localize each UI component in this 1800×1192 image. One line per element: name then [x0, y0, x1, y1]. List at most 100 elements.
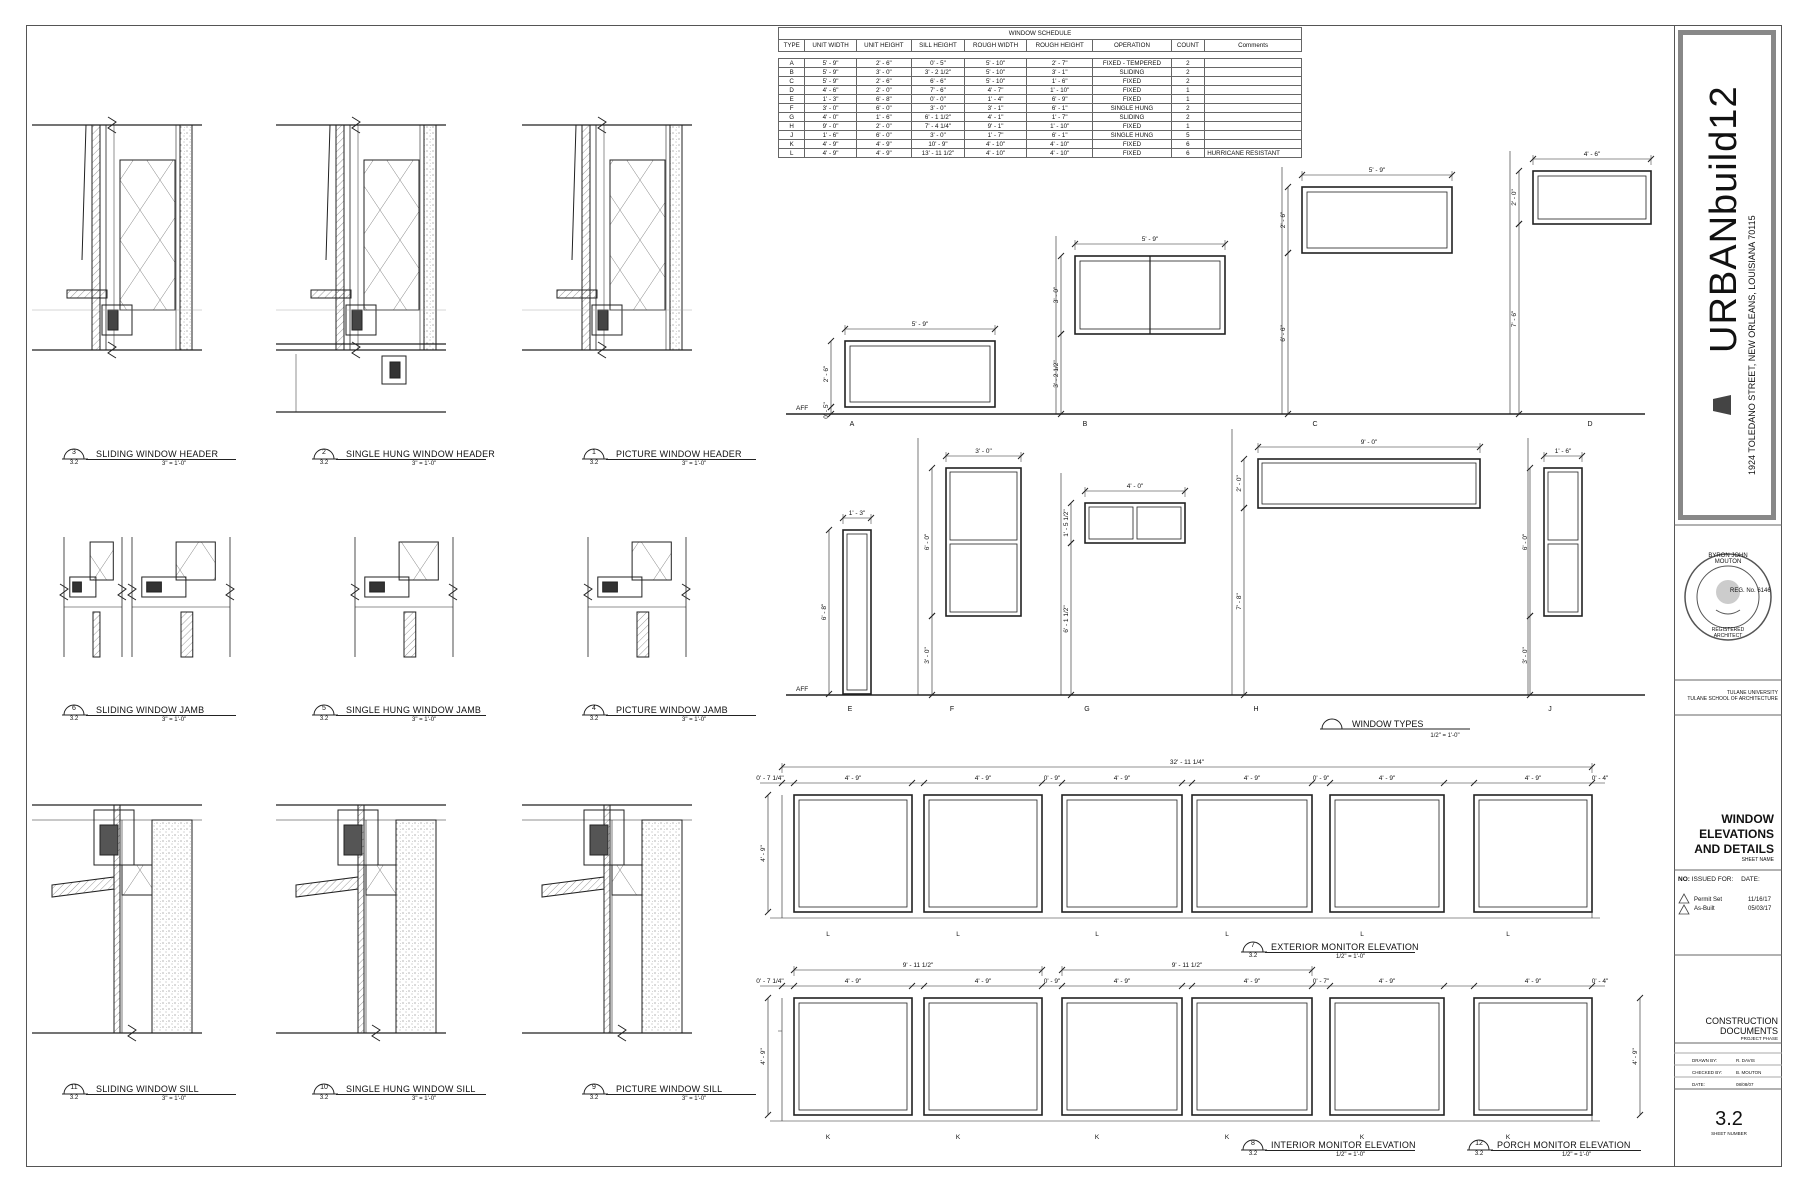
monitor-scale: 1/2" = 1'-0": [1562, 1152, 1592, 1158]
monitor-dim-label: 0' - 7 1/4": [756, 978, 784, 985]
drawn-checked-block: DRAWN BY:R. DAVIS CHECKED BY:B. MOUTON D…: [1692, 1055, 1772, 1091]
sill-window-frame: [583, 809, 625, 866]
title-block: [1674, 25, 1782, 1167]
monitor-glazing: [1334, 799, 1440, 908]
detail-scale: 3" = 1'-0": [682, 1096, 707, 1102]
detail-sheet: 3.2: [319, 716, 329, 722]
break-symbol: [107, 116, 117, 134]
detail-sheet: 3.2: [69, 716, 79, 722]
break-symbol: [117, 583, 127, 601]
drip-cap: [310, 289, 352, 299]
window-glazing: [1261, 462, 1477, 505]
window-unit-H: [1257, 458, 1481, 509]
window-height-dim: 1' - 5 1/2": [1063, 509, 1070, 537]
break-symbol: [617, 1024, 627, 1042]
window-glazing: [849, 345, 991, 403]
monitor-bubble-icon: [1241, 941, 1267, 953]
sheet-name-1: WINDOW: [1721, 812, 1774, 826]
line: [1326, 982, 1334, 990]
sill-concrete: [395, 819, 437, 1034]
detail-scale: 3" = 1'-0": [162, 461, 187, 467]
detail-sheet: 3.2: [69, 1095, 79, 1101]
monitor-window-K: [793, 997, 913, 1116]
line: [764, 791, 772, 799]
line: [1440, 982, 1448, 990]
jamb-section: [59, 537, 127, 658]
issued-no: NO:: [1678, 876, 1690, 883]
monitor-dim-label: 0' - 4": [1592, 775, 1609, 782]
jamb-wood: [398, 541, 439, 581]
monitor-dim-label: 0' - 9": [1313, 775, 1330, 782]
window-glazing: [1537, 175, 1647, 220]
concrete-block: [179, 124, 193, 351]
issued-for: ISSUED FOR:: [1691, 876, 1734, 883]
monitor-dim-label: 0' - 4": [1592, 978, 1609, 985]
line: [1515, 167, 1523, 175]
sheet-name-3: AND DETAILS: [1694, 842, 1774, 856]
detail-number: 2: [322, 449, 326, 456]
break-symbol: [597, 116, 607, 134]
window-width-dim: 1' - 3": [849, 510, 866, 517]
monitor-window-K: [1473, 997, 1593, 1116]
detail-sheet: 3.2: [319, 1095, 329, 1101]
window-height-dim: 2' - 6": [823, 365, 830, 382]
detail-sheet: 3.2: [589, 716, 599, 722]
jamb-glazing: [369, 581, 385, 593]
checked-by: B. MOUTON: [1736, 1070, 1762, 1075]
sill-ledge: [51, 876, 115, 898]
window-types-title: WINDOW TYPES: [1352, 719, 1423, 729]
line: [1526, 691, 1534, 699]
window-type-tag: C: [1312, 421, 1317, 428]
aff-label: AFF: [796, 405, 808, 412]
detail-name: SLIDING WINDOW JAMB: [96, 705, 205, 715]
monitor-glazing: [928, 799, 1038, 908]
monitor-type-tag: L: [1360, 931, 1364, 938]
detail-bubble-icon: [312, 1083, 338, 1095]
window-frame: [101, 304, 133, 336]
window-type-tag: G: [1084, 706, 1089, 713]
monitor-window-K: [1191, 997, 1313, 1116]
detail-number: 10: [320, 1084, 328, 1091]
monitor-type-tag: L: [1225, 931, 1229, 938]
monitor-window-K: [923, 997, 1043, 1116]
drawn-by-label: DRAWN BY:: [1692, 1058, 1718, 1063]
title-block-lines: [1674, 524, 1782, 1090]
line: [928, 612, 936, 620]
monitor-overall-a: 9' - 11 1/2": [903, 962, 934, 969]
sill-header: [365, 864, 397, 896]
monitor-dim-label: 4' - 9": [975, 775, 992, 782]
window-width-dim: 9' - 0": [1361, 439, 1378, 446]
monitor-dim-label: 4' - 9": [1525, 978, 1542, 985]
sill-glazing: [343, 824, 363, 856]
window-right-sash: [1136, 506, 1182, 540]
line: [1067, 691, 1075, 699]
line: [825, 690, 833, 698]
window-unit-A: [844, 340, 996, 408]
detail-name: PICTURE WINDOW HEADER: [616, 449, 742, 459]
issued-header: NO: ISSUED FOR: DATE:: [1678, 876, 1778, 883]
monitor-glazing: [1066, 1002, 1178, 1111]
break-symbol: [448, 583, 458, 601]
sill-concrete: [151, 819, 193, 1034]
phase-1: CONSTRUCTION: [1705, 1016, 1779, 1026]
window-height-dim: 6' - 8": [821, 603, 828, 620]
window-sill-dim: 3' - 2 1/2": [1053, 360, 1060, 388]
seal-name: BYRON JOHN MOUTON: [1708, 553, 1748, 565]
window-height-dim: 2' - 6": [1280, 211, 1287, 228]
window-unit-G: [1084, 502, 1186, 544]
window-unit-E: [842, 529, 872, 695]
architect-seal: [1684, 553, 1772, 641]
monitor-glazing: [928, 1002, 1038, 1111]
monitor-type-tag: L: [1506, 931, 1510, 938]
window-sill-dim: 3' - 0": [1522, 647, 1529, 664]
monitor-height-dim: 4' - 9": [760, 1048, 767, 1065]
sill-section: [276, 804, 446, 1042]
drip-cap: [556, 289, 598, 299]
detail-name: PICTURE WINDOW JAMB: [616, 705, 728, 715]
monitor-window-K: [1061, 997, 1183, 1116]
monitor-window-L: [1191, 794, 1313, 913]
monitor-number: 12: [1475, 1140, 1483, 1147]
sheathing: [335, 124, 345, 351]
